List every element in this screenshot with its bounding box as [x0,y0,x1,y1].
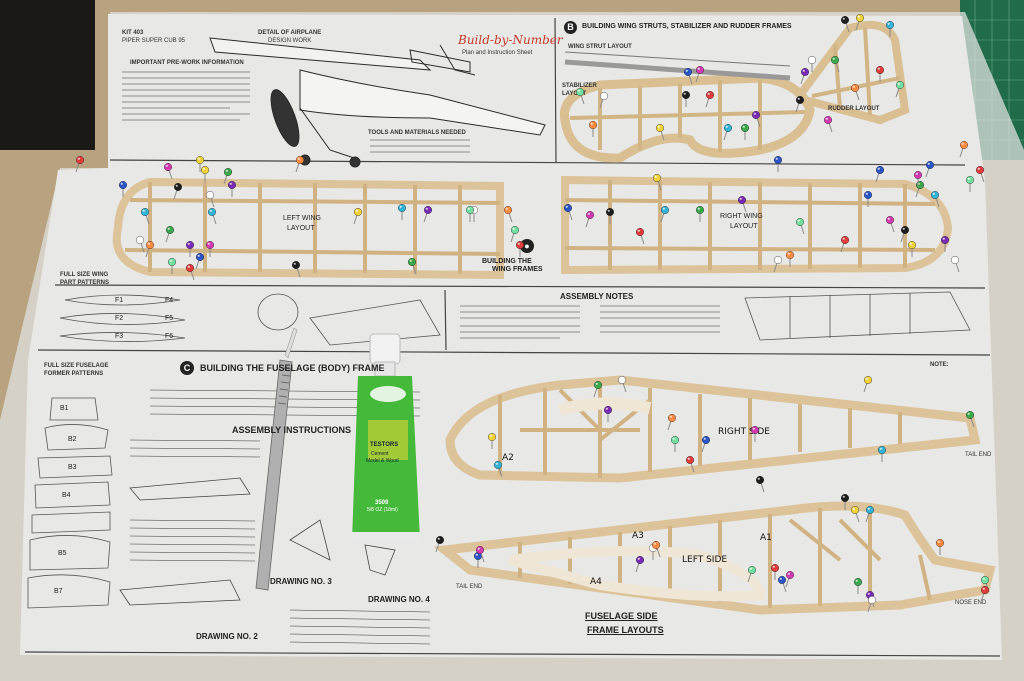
instruction-text-block-2 [370,139,470,153]
assembly-instructions-heading: ASSEMBLY INSTRUCTIONS [232,425,352,435]
fuselage-drawings-small [119,477,396,606]
pattern-f1: F1 [115,297,124,304]
pattern-f4: F4 [165,297,174,304]
kit-title: KIT 403 [122,30,144,36]
detail-sub: DESIGN WORK [268,38,312,44]
former-b1: B1 [60,405,69,412]
section-c-badge: C [180,361,194,375]
glue-label-1: Cement [371,451,389,457]
glue-brand: TESTORS [370,442,399,448]
brand-logo: Build-by-Number [458,33,563,47]
former-b5: B5 [58,550,67,557]
kit-subtitle: PIPER SUPER CUB 95 [122,38,186,44]
glue-size: 5/8 OZ (18ml) [367,507,398,513]
former-b3: B3 [68,464,77,471]
wing-strut-layout-label: WING STRUT LAYOUT [568,44,632,50]
wing-strut-layout [564,51,791,81]
pattern-f6: F6 [165,333,174,340]
tools-heading: TOOLS AND MATERIALS NEEDED [368,130,466,136]
section-c-heading: BUILDING THE FUSELAGE (BODY) FRAME [200,363,385,373]
pattern-f5: F5 [165,315,174,322]
building-wing-frames-heading-2: WING FRAMES [492,266,543,273]
wing-part-patterns-label: PART PATTERNS [60,280,109,286]
stabilizer-label: STABILIZER [562,83,597,89]
frame-layouts-heading: FRAME LAYOUTS [587,625,664,635]
tail-end-left: TAIL END [456,584,483,590]
nose-end-left: NOSE END [955,600,987,606]
pattern-f2: F2 [115,315,124,322]
detail-heading: DETAIL OF AIRPLANE [258,30,322,36]
drawing-no-3: DRAWING NO. 3 [270,577,332,586]
former-b4: B4 [62,492,71,499]
fuselage-former-patterns [27,397,113,609]
left-side-label: LEFT SIDE [682,555,728,565]
knife-handle [255,359,293,591]
fuselage-side-heading: FUSELAGE SIDE [585,611,658,621]
instruction-text-block-1 [122,71,250,121]
drawing-no-2: DRAWING NO. 2 [196,632,258,641]
plan-grid-lines [24,17,1001,657]
left-wing-frame [112,177,504,280]
fuselage-right-side-frame [445,375,981,483]
right-wing-layout-label: LAYOUT [730,223,758,230]
section-b-badge: B [564,21,577,34]
brand-caption: Plan and Instruction Sheet [462,50,533,56]
part-a1: A1 [760,533,772,543]
former-b7: B7 [54,588,63,595]
right-wing-frame [561,175,953,275]
building-wing-frames-heading: BUILDING THE [482,258,532,265]
section-a-badge: ● [520,239,534,253]
section-b-heading: BUILDING WING STRUTS, STABILIZER AND RUD… [582,23,792,30]
glue-tube [352,333,420,542]
part-a4: A4 [590,577,602,587]
former-b2: B2 [68,436,77,443]
full-size-fuselage-label: FULL SIZE FUSELAGE [44,363,109,369]
stabilizer-layout-label: LAYOUT [562,91,587,97]
left-wing-label: LEFT WING [283,215,321,222]
tail-end-right: TAIL END [965,452,992,458]
knife-blade [284,327,298,359]
pre-work-heading: IMPORTANT PRE-WORK INFORMATION [130,60,244,66]
right-wing-label: RIGHT WING [720,213,763,220]
hobby-knife [255,327,298,591]
part-a3: A3 [632,531,644,541]
airplane-illustration [209,37,546,168]
wing-part-patterns [59,291,971,346]
part-a2: A2 [502,453,514,463]
former-patterns-label: FORMER PATTERNS [44,371,104,377]
glue-item-number: 3509 [375,500,389,506]
glue-cap [369,333,401,365]
rudder-layout-label: RUDDER LAYOUT [828,106,880,112]
right-side-label: RIGHT SIDE [718,427,770,437]
full-size-wing-label: FULL SIZE WING [60,272,109,278]
assembly-notes-text [460,305,720,339]
assembly-notes-heading: ASSEMBLY NOTES [560,292,634,301]
pattern-f3: F3 [115,333,124,340]
glue-crimp [352,532,420,542]
note-label: NOTE: [930,362,949,368]
fuselage-left-side-frame [433,501,996,615]
glue-label-2: Model & Wood [366,458,399,464]
drawing-no-4: DRAWING NO. 4 [368,595,430,604]
left-wing-layout-label: LAYOUT [287,225,315,232]
